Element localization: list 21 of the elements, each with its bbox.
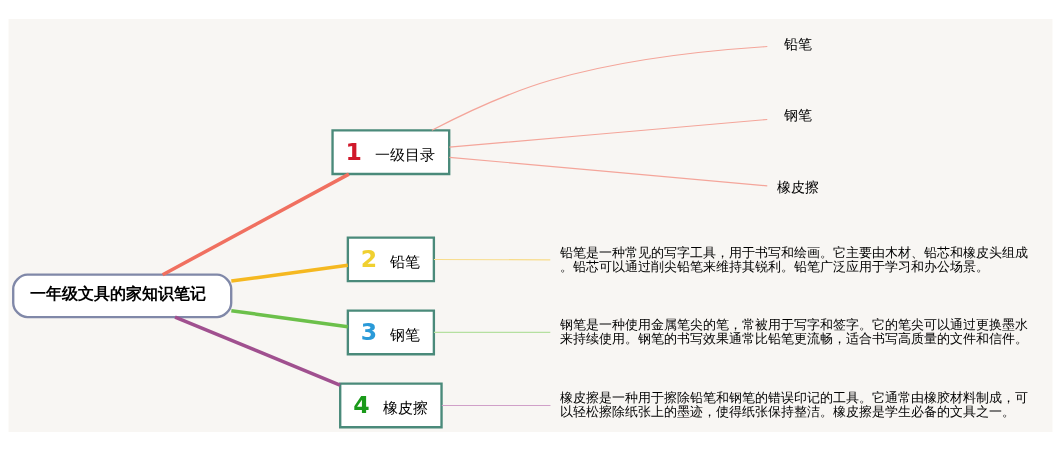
node-text: 钢笔 (784, 106, 813, 123)
connector (174, 315, 341, 387)
connector (161, 172, 350, 276)
node-box: 3 钢笔 (346, 308, 436, 355)
connector (441, 404, 552, 406)
node-text: 铅笔 (784, 35, 813, 52)
node-text: 钢笔是一种使用金属笔尖的笔，常被用于写字和签字。它的笔尖可以通过更换墨水来持续使用。钢笔的书写效果通常比铅笔更流畅，适合书写高质量的文件和信件。 (559, 316, 1028, 346)
connector (433, 331, 551, 333)
node-text: 铅笔是一种常见的写字工具，用于书写和绘画。它主要由木材、铅芯和橡皮头组成。铅芯可以通过削尖铅笔来维持其锐利。铅笔广泛应用于学习和办公场景。 (559, 244, 1028, 274)
connector (433, 258, 551, 260)
node-box: 4 橡皮擦 (339, 382, 443, 428)
connector (231, 308, 349, 328)
node-text: 橡皮擦 (777, 178, 820, 195)
node-box: 一年级文具的家知识笔记 (12, 273, 233, 318)
connector (431, 45, 768, 131)
connector (448, 156, 768, 186)
node-box: 1 一级目录 (331, 128, 451, 175)
connector (448, 118, 768, 148)
node-text: 橡皮擦是一种用于擦除铅笔和钢笔的错误印记的工具。它通常由橡胶材料制成，可以轻松擦除纸张上的墨迹，使得纸张保持整洁。橡皮擦是学生必备的文具之一。 (559, 389, 1028, 419)
node-box: 2 铅笔 (346, 235, 436, 282)
connector (231, 262, 349, 283)
